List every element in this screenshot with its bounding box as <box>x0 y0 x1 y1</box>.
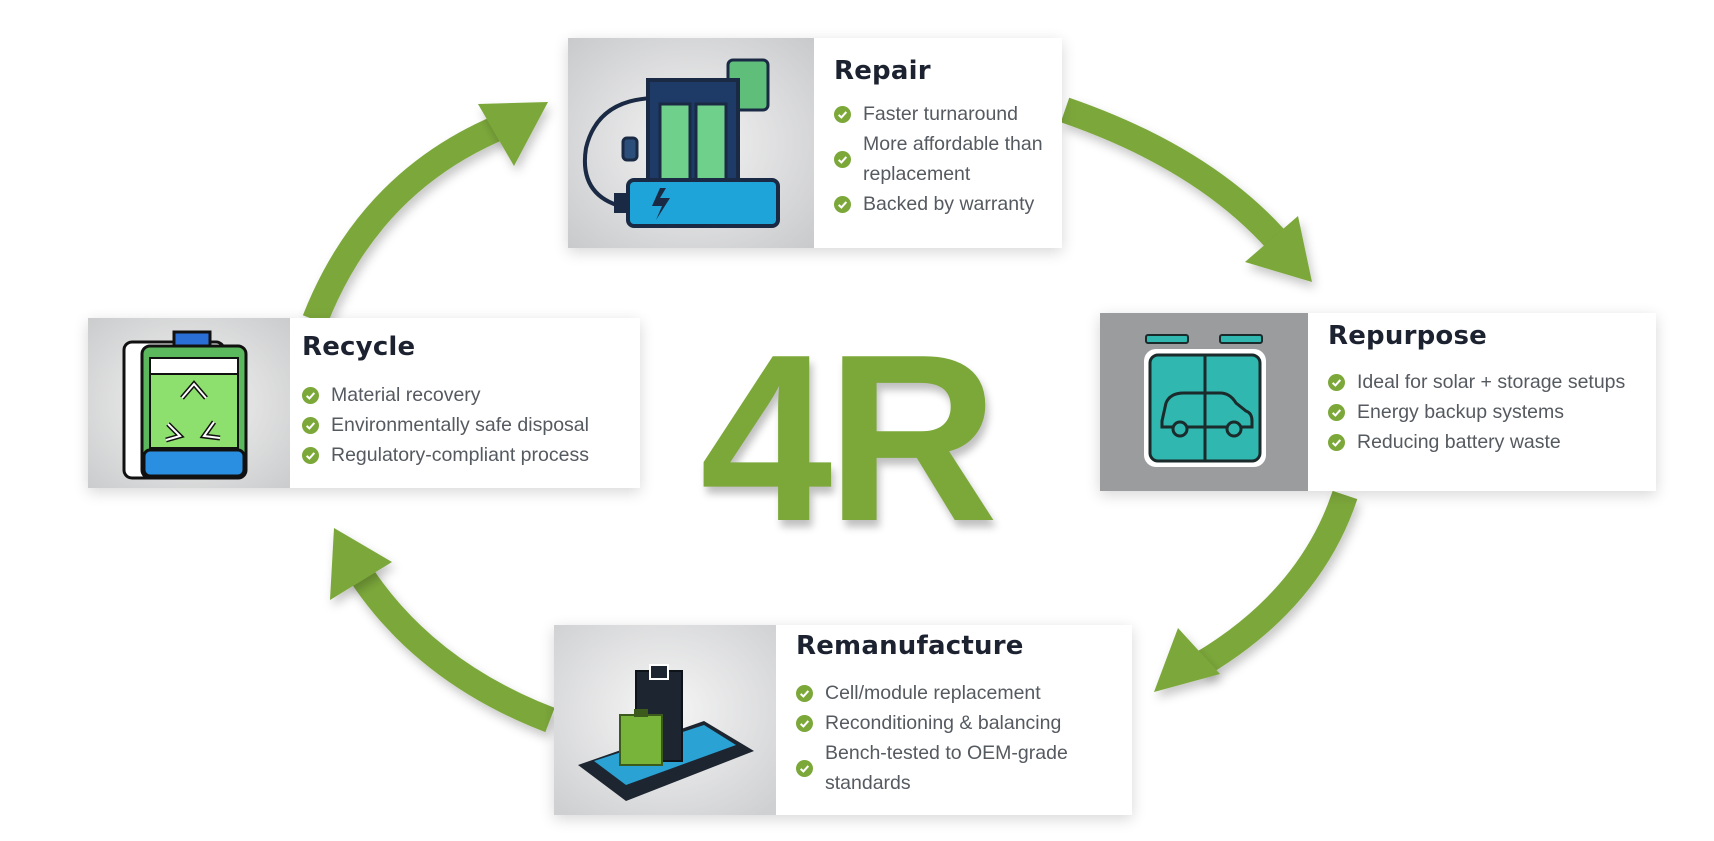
check-icon <box>1328 433 1345 451</box>
feature-list: Ideal for solar + storage setups Energy … <box>1328 367 1625 457</box>
center-4r-title: 4R <box>700 306 998 571</box>
list-item: Ideal for solar + storage setups <box>1328 367 1625 397</box>
check-icon <box>834 105 851 123</box>
card-remanufacture-body: Remanufacture Cell/module replacement Re… <box>776 625 1085 798</box>
check-icon <box>834 150 851 168</box>
check-icon <box>302 446 319 464</box>
arrow-repurpose-to-remanufacture <box>1193 490 1358 677</box>
card-recycle: Recycle Material recovery Environmentall… <box>88 318 640 488</box>
list-item: Environmentally safe disposal <box>302 410 589 440</box>
check-icon <box>796 684 813 702</box>
battery-recycle-illustration <box>88 318 290 488</box>
arrow-remanufacture-to-recycle <box>343 558 555 733</box>
list-item: Cell/module replacement <box>796 678 1075 708</box>
card-title: Recycle <box>302 332 416 362</box>
card-repair-body: Repair Faster turnaround More affordable… <box>814 38 1063 219</box>
check-icon <box>834 195 851 213</box>
arrow-recycle-to-repair <box>302 112 510 325</box>
list-item: Energy backup systems <box>1328 397 1625 427</box>
card-repair: Repair Faster turnaround More affordable… <box>568 38 1062 248</box>
card-recycle-body: Recycle Material recovery Environmentall… <box>290 318 599 470</box>
arrowhead-repair-to-repurpose <box>1245 216 1312 282</box>
feature-list: Cell/module replacement Reconditioning &… <box>796 678 1075 798</box>
card-repurpose: Repurpose Ideal for solar + storage setu… <box>1100 313 1656 491</box>
list-item: Backed by warranty <box>834 189 1053 219</box>
list-item: More affordable than replacement <box>834 129 1053 189</box>
battery-car-illustration <box>1100 313 1308 491</box>
check-icon <box>796 759 813 777</box>
battery-modules-illustration <box>554 625 776 815</box>
arrowhead-recycle-to-repair <box>478 102 548 166</box>
check-icon <box>1328 373 1345 391</box>
card-title: Repair <box>834 56 931 86</box>
list-item: Faster turnaround <box>834 99 1053 129</box>
check-icon <box>302 416 319 434</box>
card-title: Repurpose <box>1328 321 1487 351</box>
check-icon <box>796 714 813 732</box>
check-icon <box>302 386 319 404</box>
arrowhead-remanufacture-to-recycle <box>330 528 392 600</box>
list-item: Bench-tested to OEM-grade standards <box>796 738 1075 798</box>
card-repurpose-body: Repurpose Ideal for solar + storage setu… <box>1308 313 1635 457</box>
list-item: Material recovery <box>302 380 589 410</box>
feature-list: Faster turnaround More affordable than r… <box>834 99 1053 219</box>
battery-repair-illustration <box>568 38 814 248</box>
card-title: Remanufacture <box>796 631 1024 661</box>
arrow-repair-to-repurpose <box>1060 97 1295 259</box>
list-item: Reducing battery waste <box>1328 427 1625 457</box>
feature-list: Material recovery Environmentally safe d… <box>302 380 589 470</box>
arrowhead-repurpose-to-remanufacture <box>1154 628 1220 692</box>
card-remanufacture: Remanufacture Cell/module replacement Re… <box>554 625 1132 815</box>
check-icon <box>1328 403 1345 421</box>
list-item: Reconditioning & balancing <box>796 708 1075 738</box>
list-item: Regulatory-compliant process <box>302 440 589 470</box>
